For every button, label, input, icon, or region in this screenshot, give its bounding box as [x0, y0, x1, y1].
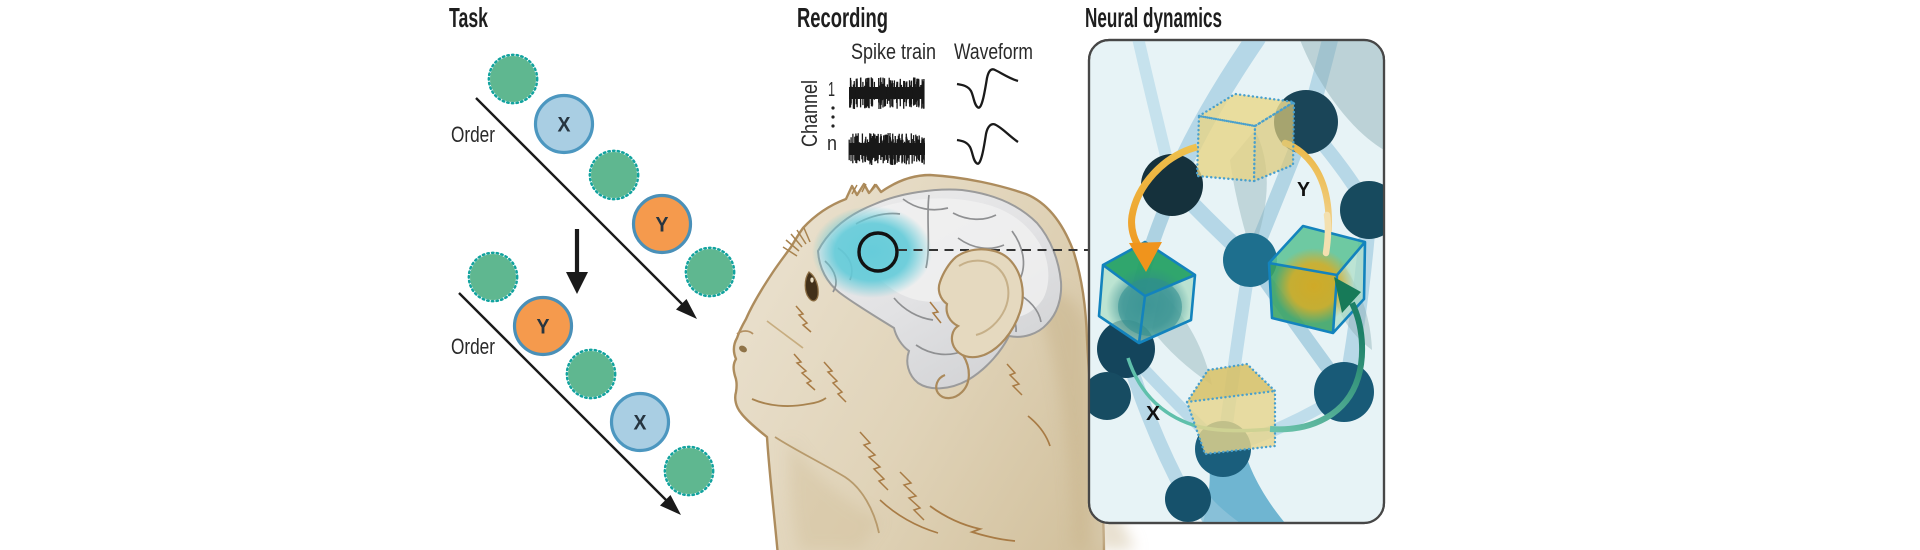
svg-text:Spike train: Spike train: [851, 39, 936, 64]
svg-text:Order: Order: [451, 334, 495, 359]
svg-text:Recording: Recording: [797, 2, 888, 33]
svg-text:Task: Task: [449, 2, 488, 33]
svg-text:Y: Y: [1297, 179, 1311, 201]
svg-text:X: X: [558, 114, 571, 137]
svg-text:1: 1: [828, 79, 835, 101]
svg-text:Channel: Channel: [797, 80, 822, 147]
svg-text:Y: Y: [537, 316, 550, 339]
svg-text:Neural dynamics: Neural dynamics: [1085, 2, 1222, 33]
svg-text:Order: Order: [451, 122, 495, 147]
svg-text:Y: Y: [656, 214, 669, 237]
svg-text:Waveform: Waveform: [954, 39, 1033, 64]
svg-text:X: X: [634, 412, 647, 435]
svg-text:n: n: [827, 133, 837, 155]
svg-text:X: X: [1146, 403, 1161, 425]
